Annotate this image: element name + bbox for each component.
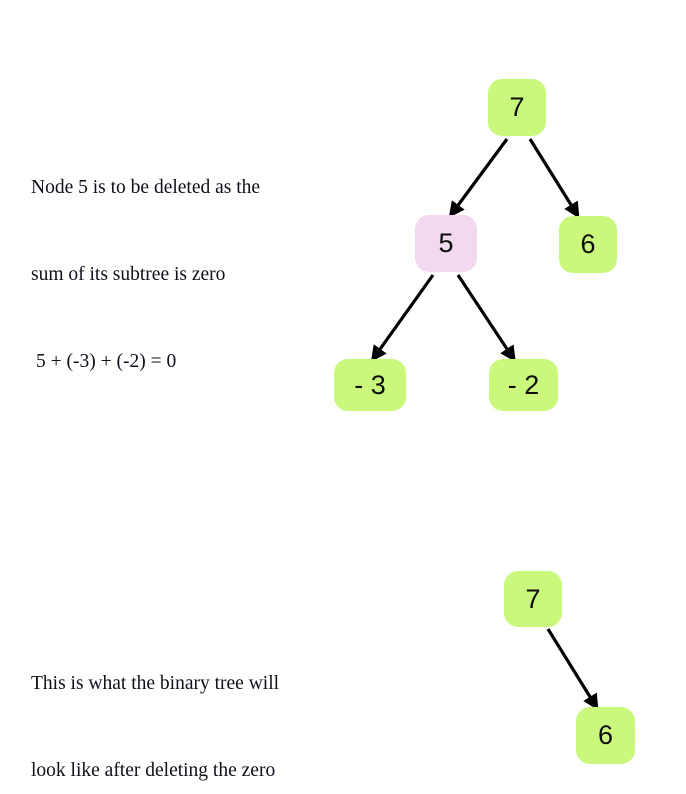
caption-after: This is what the binary tree will look l…: [31, 611, 279, 794]
tree-node-minus-2[interactable]: - 2: [489, 359, 558, 411]
edge-5-to-minus3: [370, 274, 435, 362]
caption-after-line-1: This is what the binary tree will: [31, 673, 280, 694]
caption-before-line-3: 5 + (-3) + (-2) = 0: [36, 351, 177, 372]
caption-before-line-2: sum of its subtree is zero: [31, 264, 226, 285]
edge-7-to-6-after: [546, 628, 599, 711]
tree-node-5[interactable]: 5: [415, 215, 477, 272]
tree-node-6-after[interactable]: 6: [576, 707, 635, 764]
tree-node-6[interactable]: 6: [559, 216, 617, 273]
tree-node-minus-3[interactable]: - 3: [334, 359, 406, 411]
tree-node-7[interactable]: 7: [488, 79, 546, 136]
caption-before-line-1: Node 5 is to be deleted as the: [31, 177, 261, 198]
edge-7-to-5: [448, 138, 509, 218]
edge-5-to-minus2: [456, 274, 516, 363]
tree-node-7-after[interactable]: 7: [504, 571, 562, 627]
caption-before: Node 5 is to be deleted as the sum of it…: [31, 115, 260, 434]
edge-7-to-6: [528, 138, 580, 219]
caption-after-line-2: look like after deleting the zero: [31, 760, 276, 781]
